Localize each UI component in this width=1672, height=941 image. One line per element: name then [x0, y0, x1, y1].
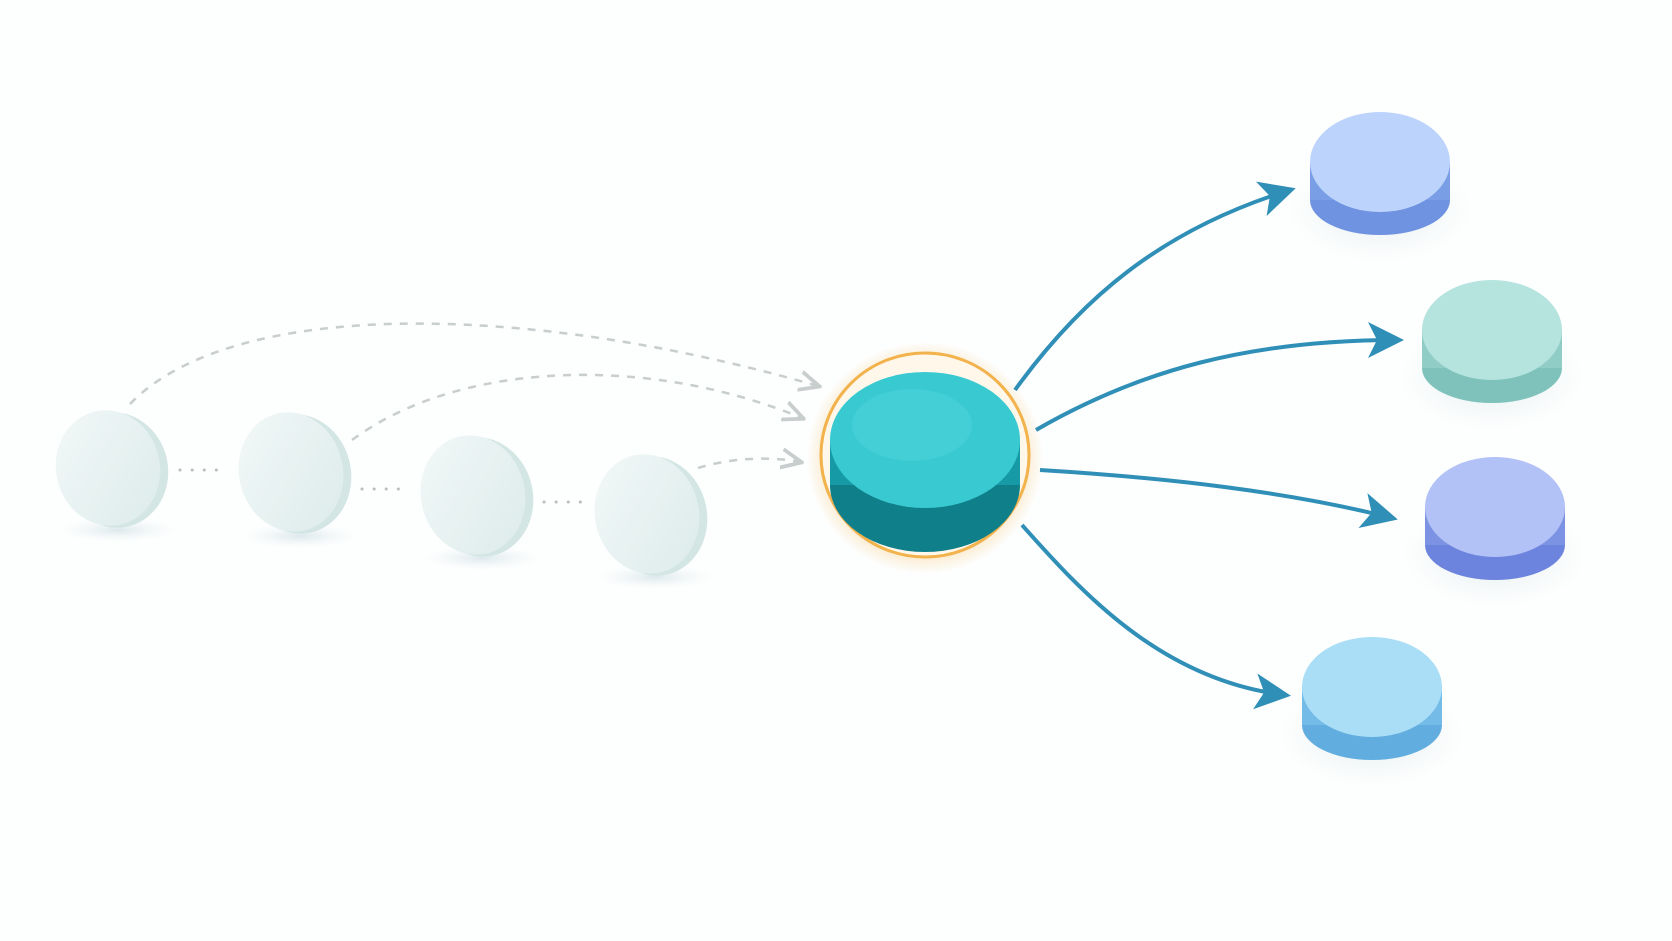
hub-node: [807, 342, 1043, 574]
output-edges: [1013, 181, 1404, 710]
input-nodes: [55, 410, 713, 589]
dashed-connectors: [129, 322, 818, 468]
output-node-1: [1288, 112, 1472, 262]
dotted-connectors: [178, 468, 586, 504]
input-node-1: [55, 410, 176, 542]
output-node-4: [1280, 637, 1464, 787]
output-nodes: [1280, 112, 1587, 787]
edge-hub-to-output-3: [1039, 468, 1398, 529]
edge-input-2-to-hub: [351, 373, 802, 442]
input-node-3: [420, 435, 540, 570]
edge-input-1-to-hub: [129, 322, 818, 405]
input-node-4: [594, 454, 713, 589]
edge-hub-to-output-1: [1013, 181, 1296, 392]
edge-input-4-to-hub: [697, 459, 800, 468]
edge-hub-to-output-4: [1020, 523, 1291, 710]
edge-hub-to-output-2: [1035, 322, 1404, 432]
output-node-2: [1400, 280, 1584, 430]
input-node-2: [238, 412, 358, 548]
output-node-3: [1403, 457, 1587, 607]
